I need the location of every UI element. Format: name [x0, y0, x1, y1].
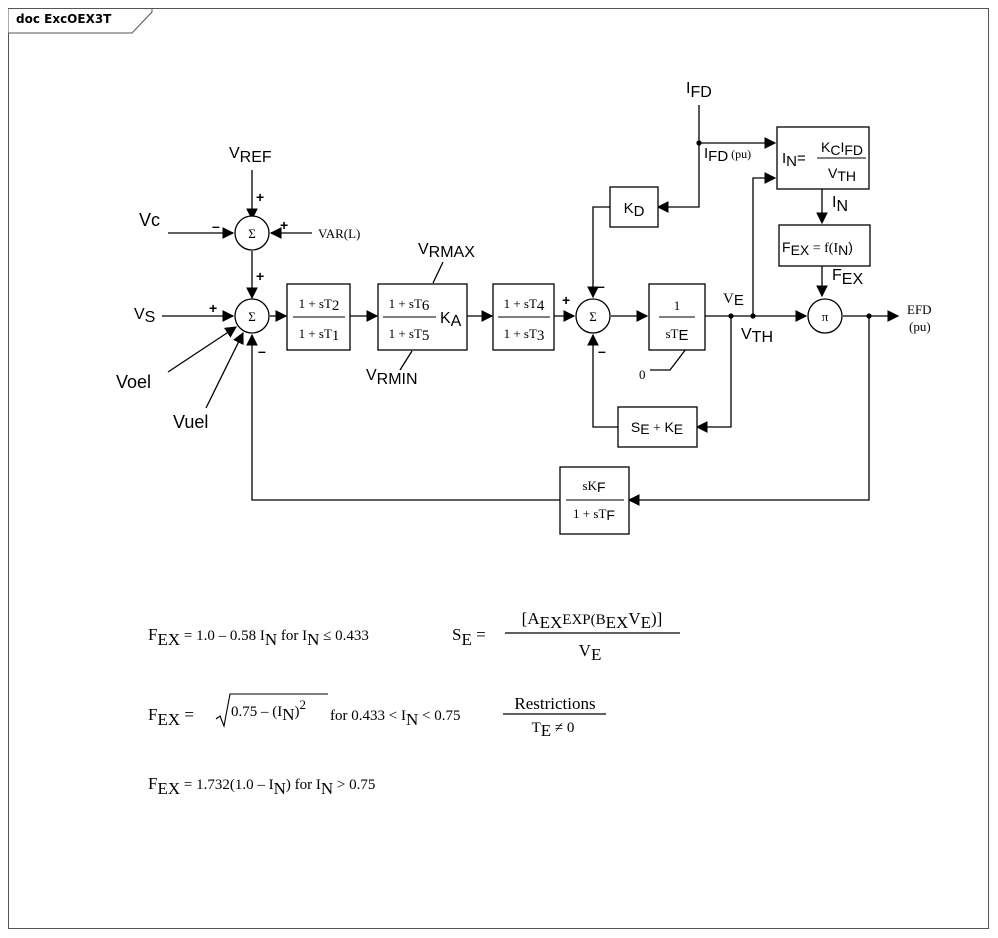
label-vth: VTH — [741, 326, 773, 346]
eq2-restriction-rule: TE ≠ 0 — [532, 720, 575, 740]
sqrt-radical — [215, 693, 328, 728]
label-in: IN — [832, 194, 848, 215]
ll1-denominator: 1 + sT1 — [299, 326, 340, 344]
block-kd — [609, 186, 659, 228]
integrator-numerator: 1 — [674, 298, 681, 313]
ll3-numerator: 1 + sT4 — [504, 296, 545, 314]
label-var-l: VAR(L) — [318, 226, 360, 241]
wire-voel — [167, 326, 237, 373]
summer-2 — [234, 298, 270, 334]
sign-s1-right: + — [280, 217, 288, 233]
eq1-se-numerator: [AEXEXP(BEXVE)] — [522, 609, 663, 632]
wire-vrmax-leader — [432, 261, 444, 284]
multiplier-symbol: π — [822, 309, 829, 324]
sign-s3-top: – — [597, 278, 605, 294]
wire-seke-s3 — [587, 333, 618, 428]
eq3-main: FEX = 1.732(1.0 – IN) for IN > 0.75 — [148, 774, 375, 798]
ll2-numerator: 1 + sT6 — [389, 296, 430, 314]
summer-3 — [575, 298, 611, 334]
summer-3-symbol: Σ — [589, 309, 597, 324]
in-calc-denominator: VTH — [828, 165, 856, 184]
integrator-denominator: sTE — [665, 326, 688, 344]
multiplier — [807, 298, 843, 334]
wire-vth-in — [752, 172, 777, 316]
junctions — [696, 140, 872, 319]
sign-s2-top: + — [256, 268, 264, 284]
wire-ve-seke — [695, 316, 732, 433]
label-ifd: IFD — [686, 80, 712, 101]
label-voel: Voel — [116, 372, 151, 392]
wire-kd-s3 — [587, 206, 610, 299]
summer-2-symbol: Σ — [248, 309, 256, 324]
summer-1-symbol: Σ — [248, 226, 256, 241]
wire-ifd-kd — [656, 143, 700, 213]
label-vrmin: VRMIN — [366, 367, 418, 388]
label-efd: EFD — [907, 302, 932, 317]
se-ke-label: SE + KE — [631, 419, 683, 437]
wires — [162, 105, 900, 506]
eq1-main: FEX = 1.0 – 0.58 IN for IN ≤ 0.433 — [148, 625, 369, 649]
wire-fb-s2 — [246, 333, 560, 501]
feedback-denominator: 1 + sTF — [573, 506, 615, 523]
ll2-gain: KA — [440, 310, 462, 330]
eq2-restrictions: Restrictions — [514, 694, 595, 713]
ll3-denominator: 1 + sT3 — [504, 326, 545, 344]
label-ve: VE — [723, 291, 744, 309]
feedback-numerator: sKF — [582, 478, 605, 495]
in-calc-numerator: KCIFD — [821, 139, 863, 158]
sign-s1-left: – — [212, 218, 220, 234]
label-efd-unit: (pu) — [909, 319, 931, 334]
wire-efd-fb — [627, 316, 870, 506]
label-vc: Vc — [139, 210, 160, 230]
equation-3: FEX = 1.732(1.0 – IN) for IN > 0.75 — [148, 774, 375, 798]
summer-1 — [234, 215, 270, 251]
ll2-denominator: 1 + sT5 — [389, 326, 430, 344]
fraction-bars — [293, 157, 866, 501]
in-calc-lhs: IN= — [782, 150, 806, 170]
eq2-condition: for 0.433 < IN < 0.75 — [330, 708, 460, 729]
sign-s2-left: + — [209, 300, 217, 316]
label-zero: 0 — [639, 367, 646, 382]
block-se-ke — [617, 406, 698, 448]
wire-ifd-in — [698, 105, 777, 149]
equation-1: FEX = 1.0 – 0.58 IN for IN ≤ 0.433 SE = … — [148, 609, 680, 664]
label-vrmax: VRMAX — [418, 241, 475, 261]
frame-tab — [8, 8, 153, 34]
eq2-radicand: 0.75 – (IN)2 — [231, 697, 306, 724]
sign-s3-bottom: – — [598, 343, 606, 359]
label-vuel: Vuel — [173, 412, 208, 432]
ll1-numerator: 1 + sT2 — [299, 296, 340, 314]
wire-vuel — [205, 331, 244, 409]
label-ifd-pu: IFD (pu) — [704, 145, 751, 165]
kd-label: KD — [624, 200, 645, 220]
blocks — [286, 126, 871, 535]
frame-title: doc ExcOEX3T — [16, 12, 112, 26]
wire-zero-leader — [650, 348, 687, 371]
label-vref: VREF — [229, 145, 272, 166]
block-fex-calc — [778, 224, 871, 267]
fex-calc-label: FEX = f(IN) — [782, 239, 853, 258]
label-fex: FEX — [832, 267, 863, 288]
eq2-lhs: FEX = — [148, 705, 194, 729]
wire-vrmin-leader — [399, 350, 413, 371]
equation-2: FEX = 0.75 – (IN)2 for 0.433 < IN < 0.75… — [148, 693, 606, 740]
eq1-se: SE = — [452, 625, 486, 649]
label-vs: VS — [134, 306, 155, 326]
sign-s2-bottom: – — [258, 343, 266, 359]
sign-s3-left: + — [562, 292, 570, 308]
sign-s1-top: + — [256, 189, 264, 205]
eq1-se-denominator: VE — [579, 641, 602, 664]
